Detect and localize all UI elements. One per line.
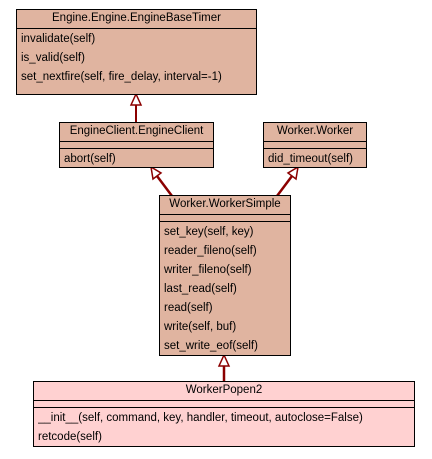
class-title: EngineClient.EngineClient bbox=[60, 123, 213, 142]
method-item: writer_fileno(self) bbox=[164, 264, 252, 276]
attributes-divider bbox=[34, 401, 414, 408]
method-item: reader_fileno(self) bbox=[164, 245, 257, 257]
method-item: set_nextfire(self, fire_delay, interval=… bbox=[21, 71, 222, 83]
method-item: __init__(self, command, key, handler, ti… bbox=[38, 412, 363, 424]
class-title: Worker.WorkerSimple bbox=[160, 196, 290, 215]
method-item: invalidate(self) bbox=[21, 33, 96, 45]
class-engine-base-timer[interactable]: Engine.Engine.EngineBaseTimer invalidate… bbox=[16, 9, 257, 95]
method-item: set_key(self, key) bbox=[164, 226, 254, 238]
arrowhead-enginebasetimer bbox=[129, 92, 143, 106]
method-item: set_write_eof(self) bbox=[164, 340, 258, 352]
method-item: write(self, buf) bbox=[164, 321, 237, 333]
attributes-divider bbox=[160, 215, 290, 222]
method-item: did_timeout(self) bbox=[268, 153, 354, 165]
method-item: retcode(self) bbox=[38, 431, 102, 443]
class-engine-client[interactable]: EngineClient.EngineClient abort(self) bbox=[59, 122, 214, 168]
class-title: Worker.Worker bbox=[264, 123, 366, 142]
attributes-divider bbox=[264, 142, 366, 149]
attributes-divider bbox=[60, 142, 213, 149]
method-item: abort(self) bbox=[64, 153, 116, 165]
method-item: last_read(self) bbox=[164, 283, 237, 295]
method-item: read(self) bbox=[164, 302, 213, 314]
class-worker-simple[interactable]: Worker.WorkerSimple set_key(self, key) r… bbox=[159, 195, 291, 356]
class-title: WorkerPopen2 bbox=[34, 382, 414, 401]
arrowhead-engineclient bbox=[149, 165, 163, 181]
class-worker-popen2[interactable]: WorkerPopen2 __init__(self, command, key… bbox=[33, 381, 415, 447]
class-worker[interactable]: Worker.Worker did_timeout(self) bbox=[263, 122, 367, 168]
arrow-workersimple-to-worker bbox=[276, 175, 293, 197]
arrowhead-workersimple bbox=[217, 353, 231, 367]
method-item: is_valid(self) bbox=[21, 52, 85, 64]
class-title: Engine.Engine.EngineBaseTimer bbox=[17, 10, 256, 29]
arrowhead-worker bbox=[286, 165, 300, 181]
arrow-workersimple-to-engineclient bbox=[156, 175, 173, 197]
